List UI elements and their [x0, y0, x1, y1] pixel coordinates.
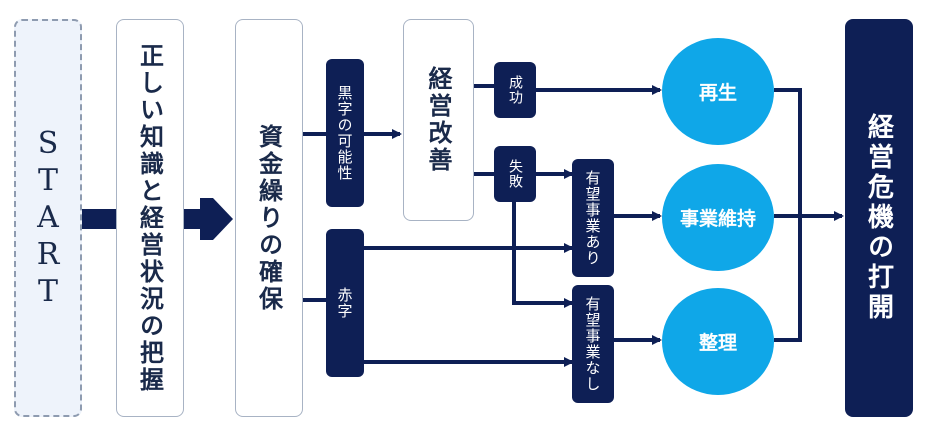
failure-label: 失敗 [507, 159, 523, 189]
business-maintenance-circle: 事業維持 [662, 164, 774, 271]
liquidation-label: 整理 [698, 332, 737, 354]
promising-business-label: 有望事業あり [583, 170, 602, 266]
business-maintenance-label: 事業維持 [679, 208, 756, 230]
step-understanding: 正しい知識と経営状況の把握 [116, 19, 184, 417]
start-label: START [30, 125, 66, 311]
success-tag: 成功 [494, 62, 536, 118]
step-cashflow-label: 資金繰りの確保 [254, 123, 283, 313]
no-promising-business-node: 有望事業なし [572, 285, 614, 403]
step-cashflow: 資金繰りの確保 [235, 19, 303, 417]
step-understanding-label: 正しい知識と経営状況の把握 [135, 42, 164, 394]
rebirth-label: 再生 [698, 82, 737, 104]
management-improvement-label: 経営改善 [424, 66, 452, 174]
red-label: 赤字 [335, 287, 354, 319]
success-label: 成功 [507, 75, 523, 105]
red-node: 赤字 [326, 229, 364, 377]
start-node: START [14, 19, 82, 417]
crisis-resolution-label: 経営危機の打開 [863, 113, 894, 323]
black-possibility-label: 黒字の可能性 [335, 85, 354, 181]
no-promising-business-label: 有望事業なし [583, 296, 602, 392]
management-improvement-node: 経営改善 [403, 19, 474, 221]
crisis-resolution-node: 経営危機の打開 [845, 19, 913, 417]
promising-business-node: 有望事業あり [572, 159, 614, 277]
failure-tag: 失敗 [494, 146, 536, 202]
black-possibility-node: 黒字の可能性 [326, 59, 364, 207]
rebirth-circle: 再生 [662, 38, 774, 145]
liquidation-circle: 整理 [662, 288, 774, 395]
